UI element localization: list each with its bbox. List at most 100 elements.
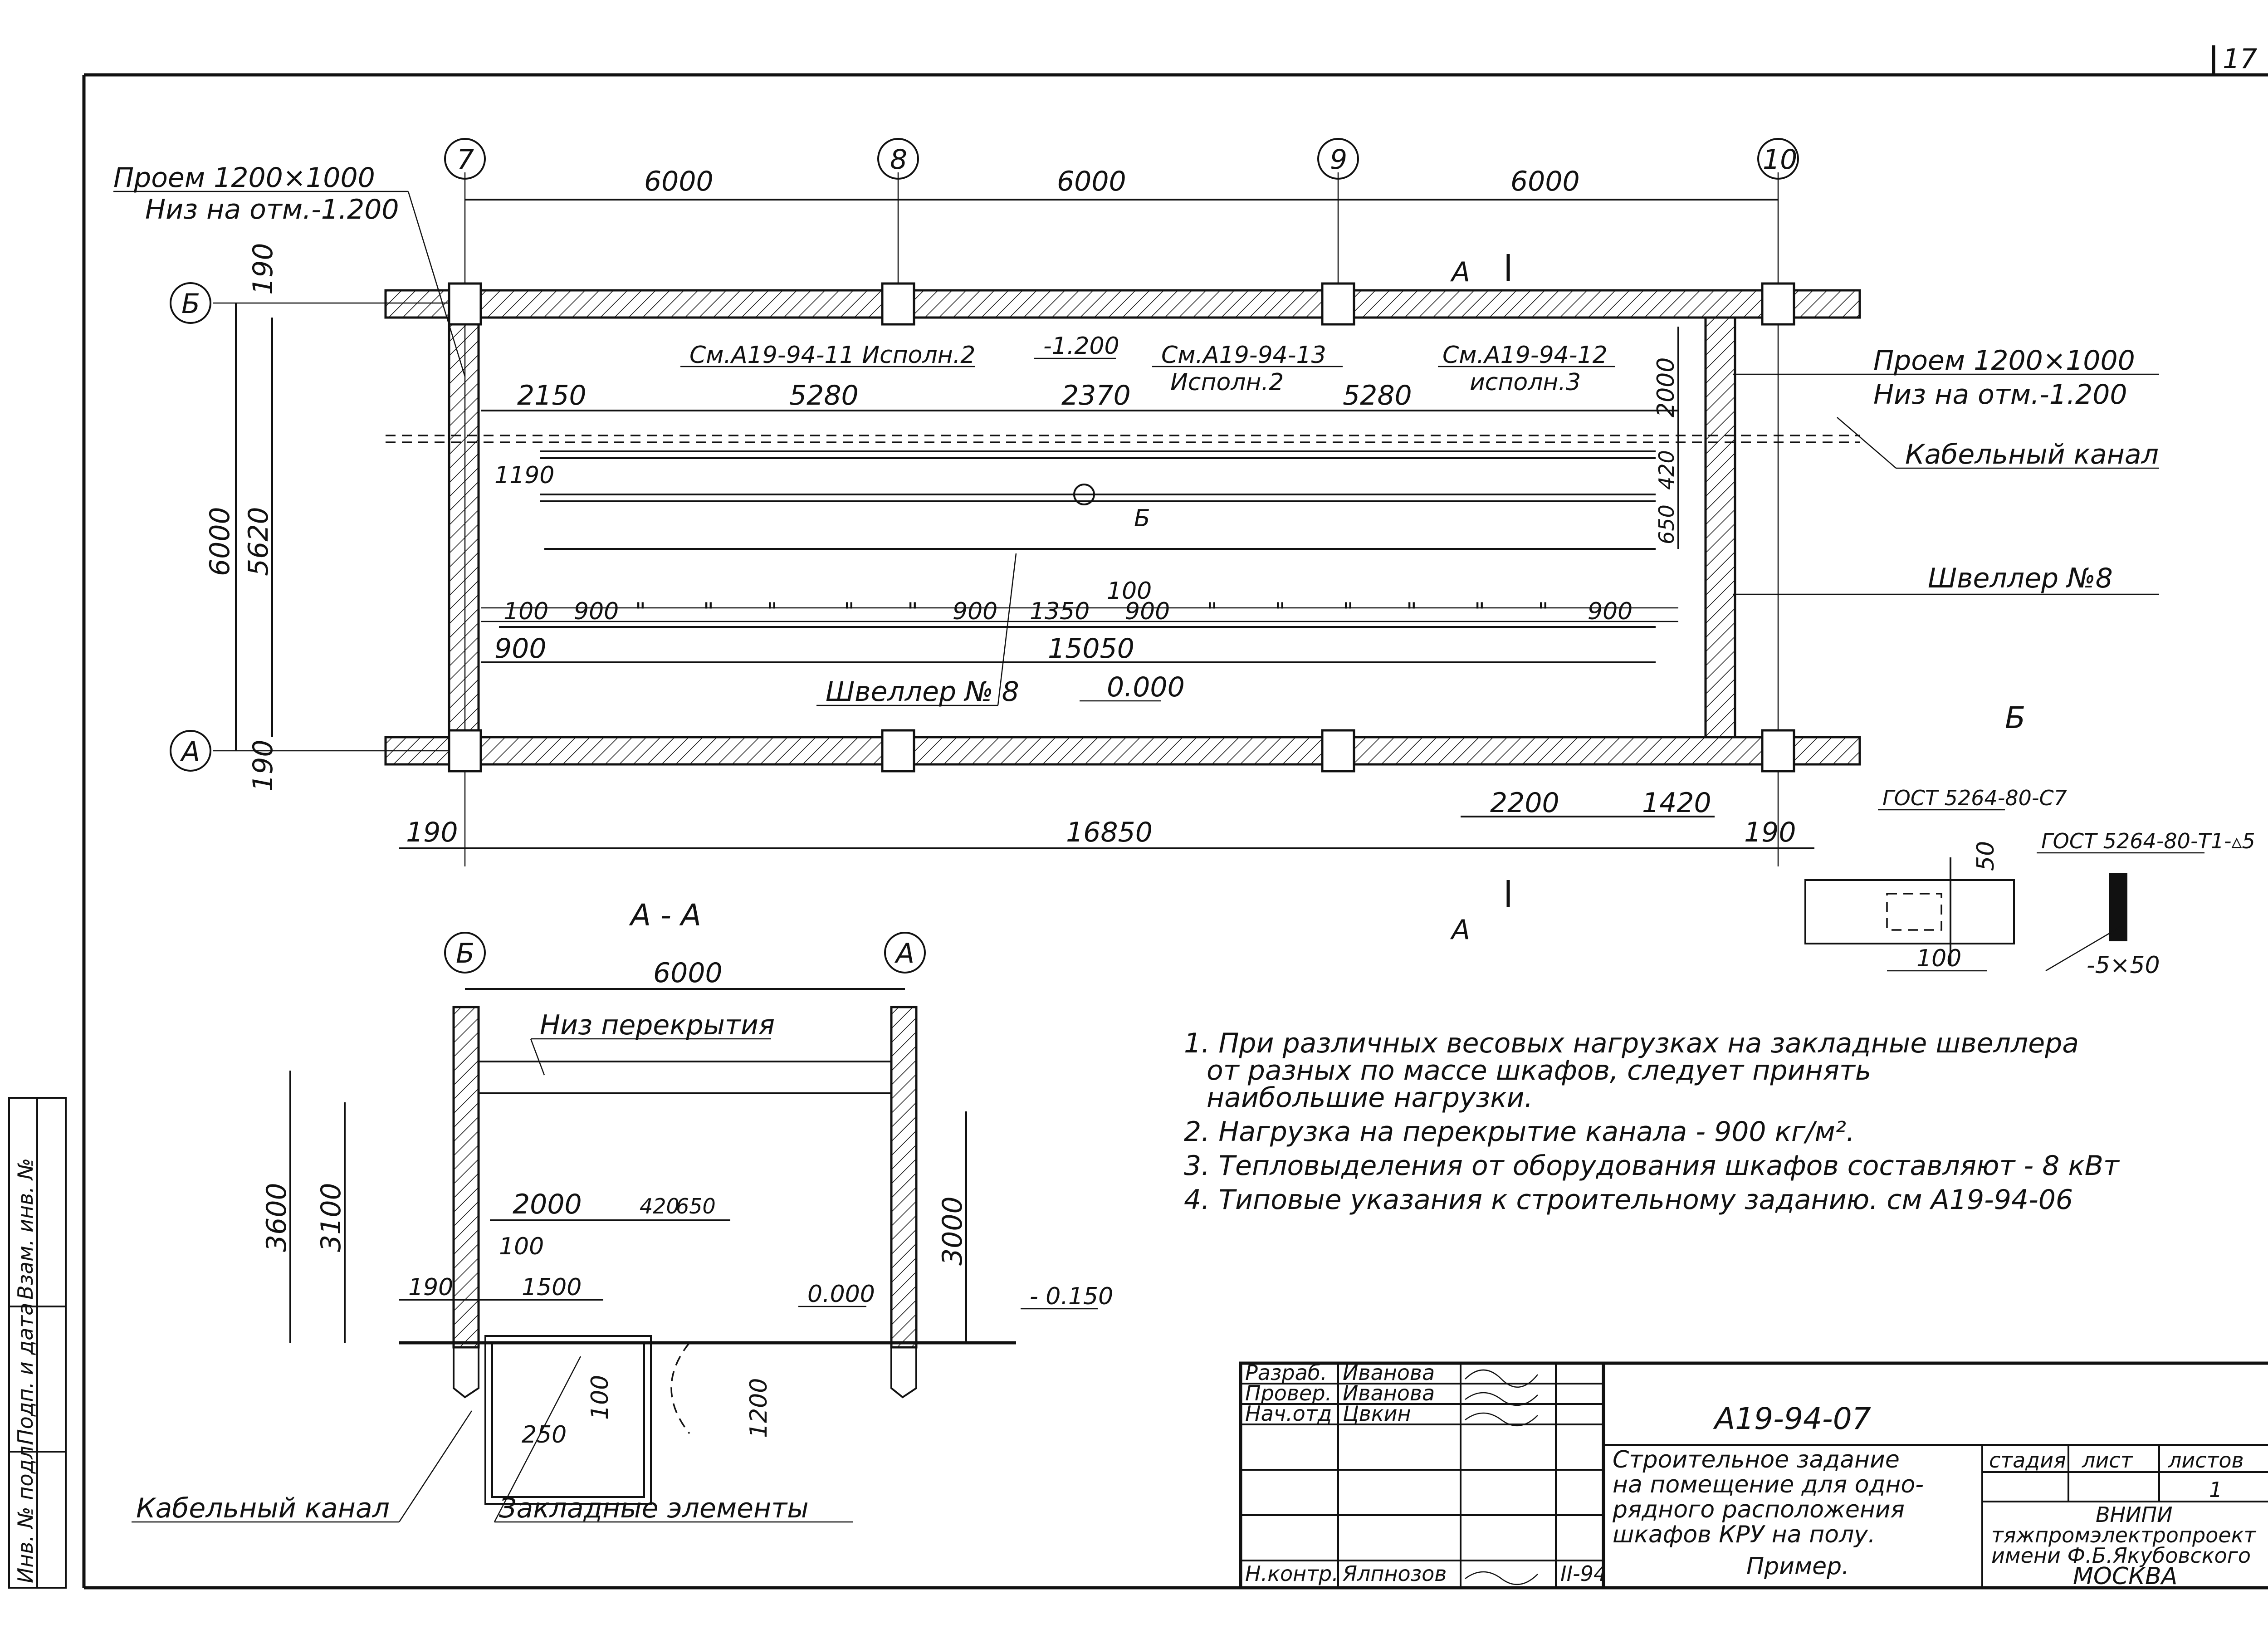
pit-dim-1200: 1200 <box>745 1378 772 1438</box>
level-minus-plan: -1.200 <box>1043 333 1119 360</box>
section-axis-b-bubble <box>444 932 486 974</box>
note-3: 3. Тепловыделения от оборудования шкафов… <box>1184 1150 2120 1182</box>
title-block: Разраб. Иванова Провер. Иванова Нач.отд … <box>1239 1360 2268 1590</box>
section-axis-b-label: Б <box>456 938 474 969</box>
wall-top <box>384 289 1861 319</box>
stamp-replace-label: Взам. инв. № <box>13 1158 38 1300</box>
cab-dim: 100 <box>503 598 548 625</box>
tb-desc-2: на помещение для одно- <box>1613 1471 1924 1498</box>
cab-dim: " <box>767 598 777 625</box>
cab-dim: 900 <box>953 598 997 625</box>
dim-15050: 15050 <box>1048 633 1134 665</box>
node-ref-plan: Б <box>1134 505 1150 532</box>
axis-bubble-8 <box>877 138 919 180</box>
signature-3 <box>1465 1412 1538 1427</box>
detail-dim-100: 100 <box>1916 945 1961 972</box>
axis-label-9: 9 <box>1330 144 1347 176</box>
note-4: 4. Типовые указания к строительному зада… <box>1184 1184 2073 1216</box>
tb-doc-code: А19-94-07 <box>1713 1401 1871 1436</box>
ref-a19-94-13-variant: Исполн.2 <box>1170 369 1284 396</box>
dim-2370: 2370 <box>1061 380 1131 411</box>
tb-control-role: Н.контр. <box>1245 1561 1339 1586</box>
detail-plate <box>2109 873 2127 941</box>
tb-desc-3: рядного расположения <box>1612 1496 1905 1523</box>
section-axis-a-bubble <box>884 932 926 974</box>
node-label-b: Б <box>2005 700 2025 735</box>
section-dim-3600: 3600 <box>261 1183 293 1252</box>
cab-dim: " <box>1538 598 1549 625</box>
plan-view: 7 8 9 10 Б А 6000 6000 6000 <box>113 138 2159 946</box>
section-dim-3000: 3000 <box>937 1196 968 1266</box>
cab-dim: 900 <box>1125 598 1170 625</box>
dim-2150: 2150 <box>517 380 587 411</box>
cab-dim: " <box>1343 598 1354 625</box>
wall-bottom <box>384 736 1861 766</box>
dim-5280-b: 5280 <box>1343 380 1412 411</box>
tb-control-name: Ялпнозов <box>1342 1561 1447 1586</box>
section-axis-a-label: А <box>894 938 914 969</box>
section-dim-190: 190 <box>408 1274 453 1301</box>
tb-col-sheet: лист <box>2082 1448 2133 1473</box>
section-embedded: Закладные элементы <box>499 1492 809 1524</box>
dim-left-190-top: 190 <box>247 243 279 295</box>
axis-bubble-b <box>170 282 211 324</box>
section-slab-label: Низ перекрытия <box>540 1009 775 1041</box>
dim-left-190-bottom: 190 <box>247 739 279 792</box>
dim-5280-a: 5280 <box>789 380 859 411</box>
tb-sheet-count: 1 <box>2209 1477 2222 1502</box>
cab-dim: " <box>907 598 918 625</box>
signature-1 <box>1465 1369 1538 1388</box>
opening-left-1: Проем 1200×1000 <box>113 162 375 194</box>
tb-desc-4: шкафов КРУ на полу. <box>1613 1521 1876 1548</box>
tb-col-sheets: листов <box>2168 1448 2244 1473</box>
dim-900-row2: 900 <box>494 633 547 665</box>
side-stamp: Инв. № подл. Подп. и дата Взам. инв. № <box>8 1097 67 1589</box>
tb-col-stage: стадия <box>1989 1448 2066 1473</box>
axis-label-b: Б <box>181 288 200 320</box>
detail-plate-label: -5×50 <box>2087 952 2160 979</box>
stamp-inv-label: Инв. № подл. <box>13 1439 38 1583</box>
cab-dim: 100 <box>1107 577 1152 605</box>
wall-left <box>448 316 480 739</box>
cab-dim: " <box>1275 598 1286 625</box>
note-2: 2. Нагрузка на перекрытие канала - 900 к… <box>1184 1116 1855 1148</box>
section-cable-channel: Кабельный канал <box>136 1492 390 1524</box>
tb-desc-5: Пример. <box>1746 1553 1849 1580</box>
cab-dim: 900 <box>1588 598 1633 625</box>
dim-2200: 2200 <box>1490 787 1559 819</box>
notes: 1. При различных весовых нагрузках на за… <box>1184 1027 2120 1216</box>
level-zero-plan: 0.000 <box>1107 671 1185 703</box>
axis-label-8: 8 <box>890 144 907 176</box>
section-dim-650: 650 <box>676 1194 716 1218</box>
bay-dim-2: 6000 <box>1057 166 1126 197</box>
ref-a19-94-12-variant: исполн.3 <box>1470 369 1581 396</box>
ref-a19-94-11: См.А19-94-11 Исполн.2 <box>689 342 975 369</box>
section-mark-bottom: А <box>1450 914 1470 946</box>
opening-left-2: Низ на отм.-1.200 <box>145 194 399 225</box>
tb-role-2: Провер. <box>1245 1381 1332 1405</box>
dim-1420: 1420 <box>1642 787 1711 819</box>
axis-bubble-9 <box>1317 138 1359 180</box>
sheet-number: 17 <box>2223 43 2257 75</box>
dim-right-420: 420 <box>1654 450 1679 490</box>
cab-dim: 1350 <box>1030 598 1090 625</box>
tb-name-1: Иванова <box>1343 1360 1435 1385</box>
dim-bottom-190-left: 190 <box>406 817 458 848</box>
tb-org-3: имени Ф.Б.Якубовского <box>1991 1543 2251 1568</box>
opening-right-2: Низ на отм.-1.200 <box>1873 379 2127 411</box>
tb-control-date: II-94 <box>1560 1561 1607 1586</box>
detail-gost2: ГОСТ 5264-80-Т1-▵5 <box>2041 829 2255 853</box>
channel-label-right: Швеллер №8 <box>1928 563 2113 594</box>
signature-2 <box>1465 1392 1538 1406</box>
detail-gost1: ГОСТ 5264-80-С7 <box>1882 786 2067 810</box>
cab-dim: " <box>844 598 855 625</box>
cab-dim: " <box>1207 598 1217 625</box>
axis-bubble-10 <box>1757 138 1799 180</box>
section-dim-100: 100 <box>499 1233 544 1260</box>
tb-role-3: Нач.отд <box>1245 1401 1332 1426</box>
tb-org-2: тяжпромэлектропроект <box>1991 1523 2256 1547</box>
section-dim-420: 420 <box>640 1194 679 1218</box>
sheet-frame: 17 <box>82 43 2268 1590</box>
bay-dim-1: 6000 <box>644 166 714 197</box>
